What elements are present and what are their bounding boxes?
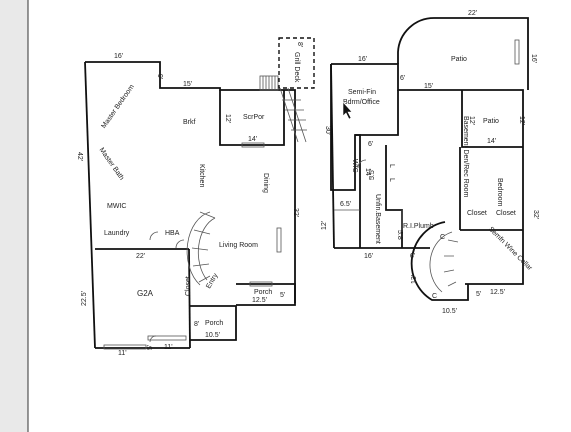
dim-8: 8' [194,321,199,328]
room-unfin-basement: Unfin.Basement [374,194,381,244]
dim-16: 16' [114,53,123,60]
label-c-upper: C [440,234,445,241]
dim-12-bedroom-left: 12' [468,116,475,125]
room-basement-den: Basement Den/Rec Room [462,116,469,197]
bedroom-walls [461,90,523,148]
room-grill-deck: Grill Deck [293,52,300,83]
screened-porch-walls [219,90,285,146]
room-hba: HBA [165,230,180,237]
room-closet: Closet [185,276,192,296]
semi-fin-walls [330,64,399,191]
dim-14: 14' [248,136,257,143]
room-living: Living Room [219,242,258,249]
stairs-deck [279,87,307,143]
dim-5-8: 5.8' [396,230,403,241]
room-scrpor: ScrPor [243,114,265,121]
room-ri-plumb: R.I.Plumb [403,223,434,230]
dim-12-5: 12.5' [252,297,267,304]
room-bdrm-office: Bdrm/Office [343,99,380,106]
front-porch-walls [236,283,296,306]
label-c-lower: C [432,293,437,300]
room-patio-side: Patio [483,118,499,125]
stairs-main [259,75,279,91]
dim-13: 13' [411,275,418,284]
room-patio-top: Patio [451,56,467,63]
porch-walls [190,305,237,341]
door-arc-hba [175,239,185,249]
scrpor-window [241,142,265,148]
grill-deck [278,37,315,89]
wine-cellar-inner-curve [429,231,459,293]
room-porch-side: Porch [205,320,223,327]
dim-16-bottom: 16' [364,253,373,260]
label-l-2: L [388,178,395,182]
dim-16: 16' [358,56,367,63]
dim-32: 32' [292,208,299,217]
paper-sheet [28,0,571,432]
dim-42: 42' [76,152,83,161]
dim-15: 15' [183,81,192,88]
porch-window [249,281,273,287]
room-mwic: MWIC [107,203,126,210]
main-floor-outer-wall [85,61,296,303]
room-dining: Dining [262,173,269,193]
dim-22: 22' [136,253,145,260]
room-closet-left: Closet [467,210,487,217]
dim-6-bottom: 6' [410,253,415,260]
dim-5-porch: 5' [280,292,285,299]
dim-6: 6' [400,75,405,82]
patio-outline [397,17,529,90]
dim-5-5: 5.5' [369,169,376,180]
room-semi-fin: Semi-Fin [348,89,376,96]
dim-11-right: 11' [164,344,173,351]
door-arc-laundry [149,231,159,241]
basement-outer-wall [331,63,524,285]
dim-5: 5' [476,291,481,298]
door-arc-semi-fin [357,159,367,169]
room-bedroom: Bedroom [496,178,503,207]
curved-stair [186,211,216,286]
patio-window [514,39,520,65]
main-floor-left-wall [84,61,96,349]
garage-window-left [103,344,147,350]
dim-14: 14' [487,138,496,145]
dim-22: 22' [468,10,477,17]
room-brkf: Brkf [183,119,196,126]
label-l-1: L [388,164,395,168]
dim-12-bedroom-right: 12' [518,116,525,125]
dim-10-5: 10.5' [442,308,457,315]
room-closet-right: Closet [496,210,516,217]
dim-6-wic: 6' [368,141,373,148]
garage-right-wall [188,248,191,349]
room-porch-front: Porch [254,289,272,296]
dim-30: 30' [324,126,331,135]
wine-cellar-curve [410,221,469,301]
mouse-cursor-icon [342,101,353,120]
room-laundry: Laundry [104,230,130,237]
dim-12-wic: 12' [321,221,328,230]
dim-22-5: 22.5' [81,291,88,306]
dim-10-5: 10.5' [205,332,220,339]
dim-11-left: 11' [118,350,127,357]
dim-8-deck: 8' [296,42,303,47]
garage-window-right [147,335,187,341]
dim-5: 5' [147,345,154,350]
dim-12-scrpor: 12' [224,114,231,123]
door-arc-garage [149,335,157,343]
dim-12-5: 12.5' [490,289,505,296]
room-g2a: G2A [137,289,154,298]
dim-15: 15' [424,83,433,90]
room-wic: WIC [351,159,358,173]
living-window [276,227,282,253]
dim-14-wic: 14' [364,168,371,177]
dim-16-patio: 16' [530,54,537,63]
dim-32: 32' [532,210,539,219]
dim-9: 9' [156,74,163,79]
dim-6-5: 6.5' [340,201,351,208]
room-kitchen: Kitchen [198,164,205,187]
